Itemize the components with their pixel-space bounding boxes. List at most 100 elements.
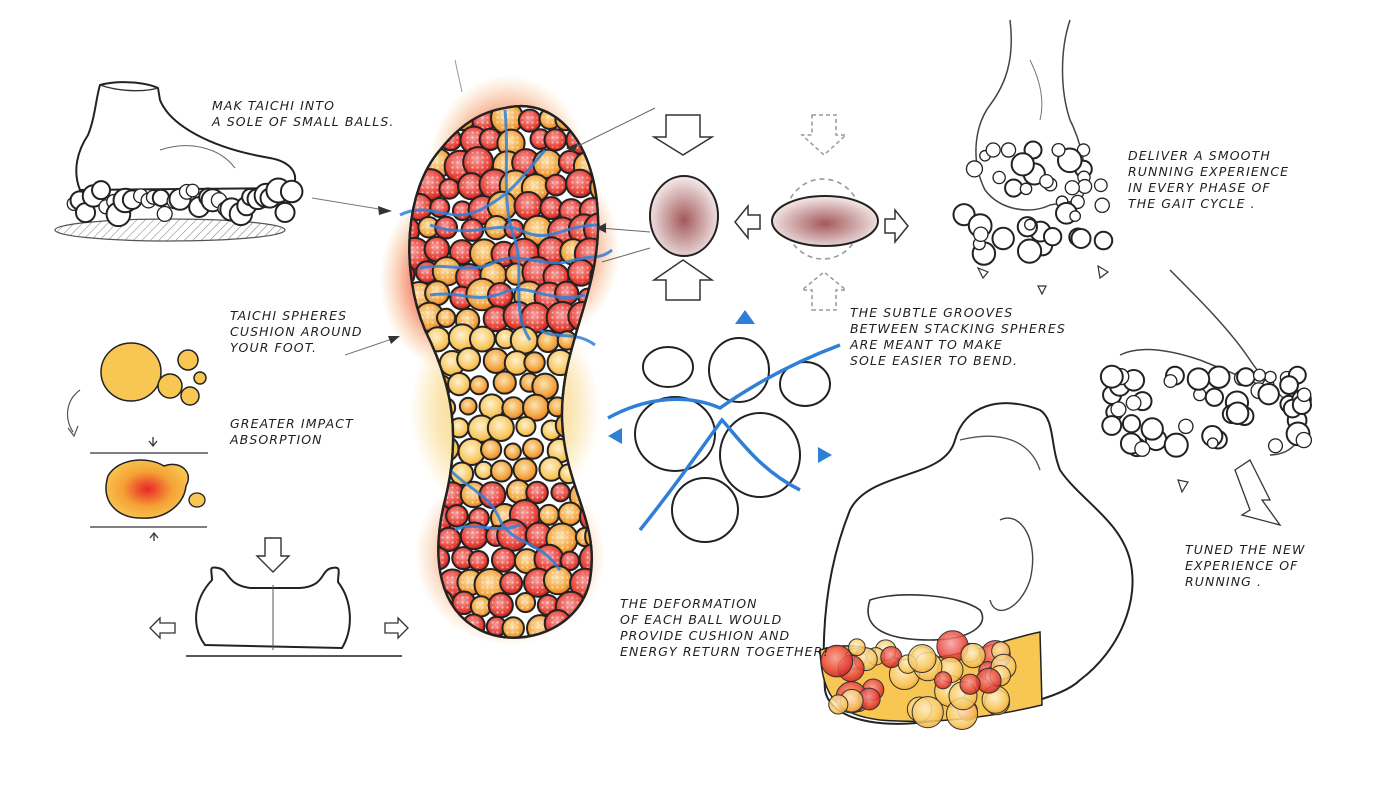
sphere	[1064, 180, 1080, 196]
sole-sphere	[409, 262, 416, 288]
sole-sphere-texture	[541, 507, 557, 523]
footprint-sole	[380, 75, 629, 645]
heel-sphere	[820, 644, 854, 678]
pointer-line	[569, 107, 656, 151]
sphere	[1000, 142, 1017, 158]
sphere	[1206, 437, 1219, 449]
sole-sphere-texture	[529, 525, 549, 546]
sole-sphere-texture	[509, 482, 527, 500]
up-arrow-small	[149, 531, 159, 541]
sole-sphere	[492, 370, 517, 395]
sole-sphere-texture	[440, 530, 458, 549]
sole-sphere-texture	[409, 485, 416, 504]
note-subtle-grooves: THE SUBTLE GROOVES BETWEEN STACKING SPHE…	[850, 305, 1066, 368]
sphere	[1163, 432, 1189, 458]
sole-sphere-texture	[464, 525, 485, 546]
sole-sphere-texture	[596, 132, 599, 147]
sphere	[1039, 173, 1054, 189]
sole-sphere-texture	[489, 619, 504, 634]
compressed-sphere-cluster	[105, 459, 206, 519]
ball-deformation-diagram	[649, 114, 909, 311]
sphere	[1279, 375, 1299, 395]
sole-sphere-texture	[553, 485, 568, 500]
sole-sphere-texture	[521, 112, 539, 129]
sole-sphere	[409, 355, 414, 375]
sphere	[185, 183, 200, 198]
sole-sphere	[474, 460, 494, 481]
pointer-line	[344, 337, 396, 356]
sole-sphere-texture	[409, 132, 419, 156]
note-tuned-experience: TUNED THE NEW EXPERIENCE OF RUNNING .	[1185, 542, 1306, 589]
sole-sphere-texture	[540, 597, 556, 613]
sphere	[1051, 142, 1066, 158]
sole-sphere-texture	[410, 154, 427, 171]
sole-sphere-texture	[409, 530, 411, 549]
sole-sphere-texture	[593, 484, 599, 502]
sole-sphere-texture	[427, 239, 447, 259]
sole-sphere-texture	[471, 553, 486, 568]
sphere	[1093, 178, 1108, 193]
sole-sphere-texture	[473, 242, 495, 265]
sole-sphere	[409, 174, 418, 195]
sole-sphere-texture	[518, 195, 539, 217]
sphere	[1207, 365, 1231, 389]
heel-sphere	[848, 638, 866, 657]
sole-sphere-texture	[547, 569, 569, 591]
curved-arrow	[66, 389, 81, 433]
sole-sphere-texture	[562, 553, 577, 568]
sphere	[1016, 238, 1043, 264]
sole-sphere-texture	[409, 177, 415, 192]
heel-cup-balls	[820, 630, 1017, 730]
sole-sphere-texture	[473, 598, 489, 614]
sole-sphere	[469, 375, 489, 396]
sphere	[1257, 382, 1280, 406]
sole-sphere-texture	[418, 173, 442, 197]
sole-sphere	[409, 611, 441, 638]
pointer-arrowhead	[378, 206, 392, 215]
sole-sphere-texture	[482, 131, 499, 148]
sole-sphere	[589, 609, 599, 638]
sole-sphere-texture	[436, 260, 458, 282]
sole-sphere	[602, 153, 629, 180]
sole-sphere-texture	[548, 177, 564, 193]
sphere	[1264, 370, 1277, 384]
note-sole-of-balls: MAK TAICHI INTO A SOLE OF SMALL BALLS.	[212, 98, 395, 129]
sphere	[992, 170, 1006, 185]
sole-sphere-texture	[439, 311, 453, 325]
sole-sphere-texture	[452, 243, 471, 262]
sole-sphere	[409, 481, 420, 508]
sphere	[1140, 417, 1164, 441]
sphere	[1042, 226, 1063, 247]
heel-sphere	[828, 694, 849, 715]
sole-sphere-texture	[409, 241, 427, 266]
sole-sphere-texture	[420, 219, 437, 235]
sphere	[1024, 218, 1036, 231]
sphere	[985, 142, 1001, 158]
sphere	[1125, 394, 1142, 411]
sole-sphere-texture	[466, 150, 490, 174]
midsole-cross-section	[149, 537, 409, 657]
sphere	[1070, 227, 1092, 249]
sphere	[1004, 178, 1024, 198]
sole-sphere-texture	[557, 284, 576, 302]
sole-sphere	[486, 414, 515, 443]
pointer-line	[454, 59, 463, 93]
sole-sphere	[409, 106, 425, 131]
sphere	[1077, 178, 1093, 194]
sole-sphere-texture	[601, 507, 621, 527]
sole-sphere-texture	[454, 549, 472, 567]
sphere	[1094, 197, 1110, 214]
sole-sphere	[512, 457, 538, 483]
sole-sphere-texture	[518, 595, 533, 610]
sole-sphere-texture	[437, 219, 455, 236]
sole-sphere-texture	[482, 485, 502, 505]
note-smooth-running: DELIVER A SMOOTH RUNNING EXPERIENCE IN E…	[1128, 148, 1290, 211]
sphere	[965, 160, 984, 178]
sole-sphere	[589, 350, 599, 370]
sole-sphere	[456, 346, 482, 372]
sole-sphere-texture	[448, 507, 466, 524]
sole-sphere-texture	[569, 173, 591, 194]
sole-sphere-texture	[593, 614, 599, 634]
sole-sphere-texture	[455, 594, 473, 612]
